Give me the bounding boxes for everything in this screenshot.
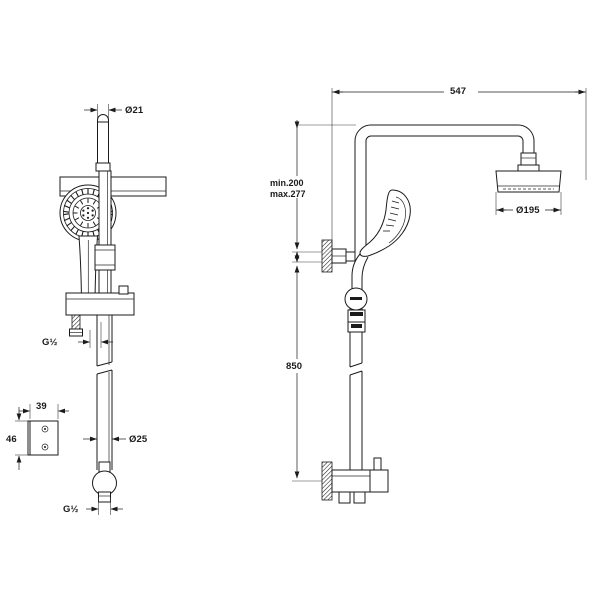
label-min200: min.200 — [270, 178, 304, 188]
hand-shower-wall-holder — [321, 239, 356, 273]
dim-850: 850 — [283, 265, 322, 482]
slide-bar-upper — [98, 170, 112, 296]
slide-bar-lower — [96, 315, 113, 470]
dim-547: 547 — [331, 84, 587, 255]
label-g-half-bottom: G½ — [63, 504, 79, 515]
thermostatic-mixer-body — [321, 457, 389, 504]
hand-shower-angled — [351, 189, 411, 292]
left-front-view: Ø21 — [6, 104, 167, 515]
label-d195: Ø195 — [516, 205, 540, 216]
slider-bracket — [94, 244, 116, 271]
lower-inlet-nipple — [69, 314, 83, 337]
nozzle-centre-dots — [82, 207, 94, 219]
label-d21: Ø21 — [125, 105, 144, 116]
right-side-elevation-view: 547 Ø195 — [266, 84, 587, 504]
label-39: 39 — [36, 401, 47, 412]
label-46: 46 — [6, 434, 17, 445]
bottom-ball-joint — [92, 461, 117, 503]
label-850: 850 — [286, 361, 302, 372]
dim-g-half-bottom: G½ — [63, 498, 123, 515]
label-547: 547 — [450, 86, 466, 97]
label-d25: Ø25 — [129, 434, 148, 445]
overhead-shower-head — [495, 170, 562, 193]
dim-d21: Ø21 — [84, 104, 144, 118]
dim-d25: Ø25 — [83, 434, 148, 445]
bracket-detail: 39 46 — [6, 401, 69, 470]
hand-shower-spray-face — [383, 200, 400, 232]
dim-d195: Ø195 — [495, 192, 562, 216]
upper-rail-tube — [95, 114, 111, 172]
nozzle-ring-inner — [73, 198, 103, 228]
label-g-half-top: G½ — [42, 337, 58, 348]
label-max277: max.277 — [270, 189, 306, 199]
dim-holder-height: min.200 max.277 — [266, 120, 356, 263]
diverter-body — [65, 285, 135, 316]
shower-arm — [354, 124, 540, 255]
slider-clamp-right-view — [344, 287, 368, 333]
dim-g-half-top: G½ — [42, 322, 113, 348]
